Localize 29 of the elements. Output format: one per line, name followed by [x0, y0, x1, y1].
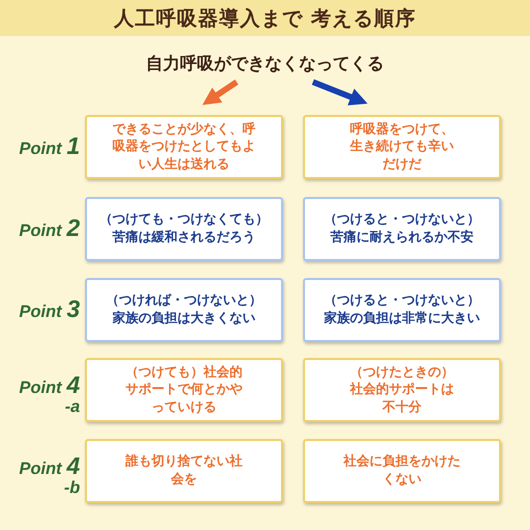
statement-box: [303, 278, 501, 342]
heading-text: 自力呼吸ができなくなってくる: [100, 52, 430, 75]
statement-box: [85, 278, 283, 342]
statement-box: [85, 439, 283, 503]
statement-box: [85, 358, 283, 422]
statement-text: （つけても）社会的サポートで何とかやっていける: [124, 364, 244, 416]
statement-text: （つければ・つけないと）家族の負担は大きくない: [105, 292, 263, 328]
point-label: Point 1: [18, 135, 80, 159]
statement-box: [85, 115, 283, 179]
arrow: [202, 80, 238, 105]
point-label: Point 3: [18, 298, 80, 322]
statement-text: （つけたときの）社会的サポートは不十分: [348, 364, 455, 416]
statement-text: （つけると・つけないと）苦痛に耐えられるか不安: [324, 211, 480, 247]
statement-text: （つけても・つけなくても）苦痛は緩和されるだろう: [100, 211, 268, 247]
statement-box: [85, 197, 283, 261]
point-label: Point 4 -a: [18, 374, 80, 415]
statement-text: （つけると・つけないと）家族の負担は非常に大きい: [323, 292, 481, 328]
statement-text: 呼吸器をつけて、生き続けても辛いだけだ: [348, 120, 455, 174]
point-label: Point 2: [18, 217, 80, 241]
statement-box: [303, 358, 501, 422]
arrow: [312, 79, 368, 106]
statement-text: 社会に負担をかけたくない: [344, 453, 460, 489]
statement-text: できることが少なく、呼吸器をつけたとしてもよい人生は送れる: [112, 120, 256, 174]
point-label: Point 4 -b: [18, 455, 80, 496]
statement-box: [303, 115, 501, 179]
statement-box: [303, 197, 501, 261]
statement-text: 誰も切り捨てない社会を: [126, 453, 242, 489]
title: 人工呼吸器導入まで 考える順序: [114, 4, 416, 32]
statement-box: [303, 439, 501, 503]
